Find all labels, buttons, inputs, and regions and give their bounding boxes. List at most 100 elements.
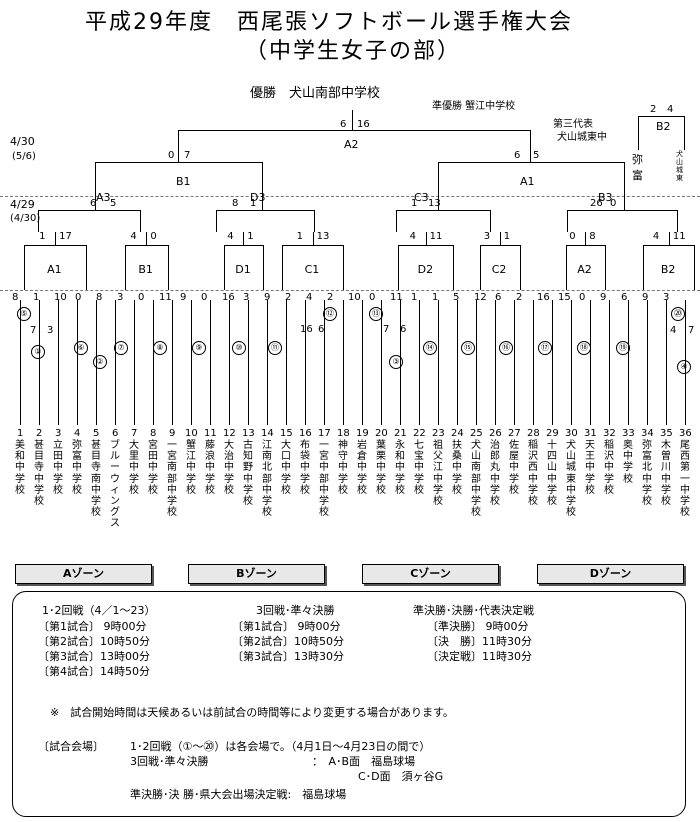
team-number: 12 xyxy=(223,428,236,439)
round3-label: C2 xyxy=(491,263,507,276)
team-line xyxy=(400,300,401,425)
schedule-col2-row: 〔第1試合〕 9時00分 xyxy=(232,620,341,633)
round2-score: 9 xyxy=(642,292,649,303)
venue-line3: C･D面 須ヶ谷G xyxy=(358,770,444,783)
round3-bracket-line xyxy=(223,245,263,246)
semi-left-label: B1 xyxy=(176,175,191,188)
team-line xyxy=(134,300,135,425)
team-number: 22 xyxy=(413,428,426,439)
venue-line2a: 3回戦･準々決勝 xyxy=(130,755,209,768)
zone-a-label: Aゾーン xyxy=(15,564,152,584)
team-number: 20 xyxy=(375,428,388,439)
round3-score: 1 xyxy=(39,231,46,242)
team-number: 24 xyxy=(451,428,464,439)
round3-bracket-line xyxy=(398,245,453,246)
team-name: 布袋中学校 xyxy=(300,440,310,496)
quarterfinal-label: A3 xyxy=(96,191,111,204)
team-name: ブルーウィングス xyxy=(110,440,120,530)
team-number: 31 xyxy=(584,428,597,439)
round2-score: 4 xyxy=(306,292,313,303)
team-line xyxy=(96,300,97,425)
team-number: 28 xyxy=(527,428,540,439)
schedule-panel xyxy=(12,591,686,817)
round3-score: 13 xyxy=(316,231,330,242)
quarterfinal-label: B3 xyxy=(598,191,613,204)
team-number: 30 xyxy=(565,428,578,439)
team-number: 34 xyxy=(641,428,654,439)
game-number: ⑳ xyxy=(671,307,685,321)
round2-score: 6 xyxy=(495,292,502,303)
round1-score: 6 xyxy=(400,324,407,335)
round3-score: 4 xyxy=(227,231,234,242)
game-number: ⑮ xyxy=(461,341,475,355)
venue-line4: 準決勝･決 勝･県大会出場決定戦: 福島球場 xyxy=(130,788,347,801)
schedule-col3-row: 〔決 勝〕11時30分 xyxy=(427,635,532,648)
third-label: 第三代表 xyxy=(553,119,593,130)
round3-bracket-line xyxy=(643,245,645,290)
round3-label: B2 xyxy=(660,263,676,276)
schedule-col2-head: 3回戦･準々決勝 xyxy=(256,604,335,617)
team-name: 犬山城東中学校 xyxy=(566,440,576,519)
team-line xyxy=(305,300,306,425)
round3-bracket-line xyxy=(168,245,169,290)
team-line xyxy=(191,300,192,425)
round3-bracket-line xyxy=(453,245,454,290)
team-line xyxy=(267,300,268,425)
round3-score: 0 xyxy=(569,231,576,242)
team-line xyxy=(533,300,534,425)
quarterfinal-score: 5 xyxy=(110,198,117,209)
round3-score: 1 xyxy=(296,231,303,242)
team-number: 35 xyxy=(660,428,673,439)
final-score-right: 16 xyxy=(357,119,370,130)
team-line xyxy=(476,300,477,425)
team-line xyxy=(362,300,363,425)
round3-bracket-line xyxy=(565,245,605,246)
quarterfinal-score: 1 xyxy=(411,198,418,209)
team-name: 稲沢中学校 xyxy=(604,440,614,496)
final-score-left: 6 xyxy=(340,119,347,130)
zone-c-label: Cゾーン xyxy=(362,564,499,584)
round2-score: 2 xyxy=(327,292,334,303)
round1-score: 4 xyxy=(670,325,677,336)
team-line xyxy=(77,300,78,425)
round2-score: 12 xyxy=(474,292,487,303)
team-number: 11 xyxy=(204,428,217,439)
round2-score: 0 xyxy=(369,292,376,303)
game-number: ⑫ xyxy=(323,307,337,321)
semi-right-score-right: 5 xyxy=(533,150,540,161)
round1-score: 7 xyxy=(30,325,37,336)
team-name: 祖父江中学校 xyxy=(433,440,443,508)
round3-bracket-line xyxy=(146,232,148,245)
round2-score: 5 xyxy=(453,292,460,303)
round2-score: 10 xyxy=(54,292,67,303)
round3-score: 11 xyxy=(672,231,686,242)
game-number: ⑪ xyxy=(268,341,282,355)
third-team2: 犬山城東 xyxy=(676,150,683,182)
game-number: ① xyxy=(31,345,45,359)
round3-bracket-line xyxy=(24,245,87,246)
team-name: 稲沢西中学校 xyxy=(528,440,538,508)
round3-bracket-line xyxy=(86,245,88,290)
game-number: ⑬ xyxy=(369,307,383,321)
team-number: 29 xyxy=(546,428,559,439)
team-number: 33 xyxy=(622,428,635,439)
game-number: ④ xyxy=(677,360,691,374)
team-number: 14 xyxy=(261,428,274,439)
round3-bracket-line xyxy=(605,245,606,290)
final-label: A2 xyxy=(344,138,359,151)
round3-bracket-line xyxy=(124,245,168,246)
round3-bracket-line xyxy=(263,245,264,290)
team-name: 大里中学校 xyxy=(129,440,139,496)
team-number: 32 xyxy=(603,428,616,439)
team-line xyxy=(647,300,648,425)
team-line xyxy=(172,300,173,425)
date-quarter: 4/29 xyxy=(10,198,35,211)
team-name: 甚目寺中学校 xyxy=(34,440,44,508)
quarterfinal-label: C3 xyxy=(414,191,429,204)
schedule-col3-head: 準決勝･決勝･代表決定戦 xyxy=(413,604,534,617)
team-name: 天王中学校 xyxy=(585,440,595,496)
team-name: 立田中学校 xyxy=(53,440,63,496)
game-number: ③ xyxy=(389,355,403,369)
champion-label: 優勝 犬山南部中学校 xyxy=(250,86,381,101)
team-name: 葉栗中学校 xyxy=(376,440,386,496)
